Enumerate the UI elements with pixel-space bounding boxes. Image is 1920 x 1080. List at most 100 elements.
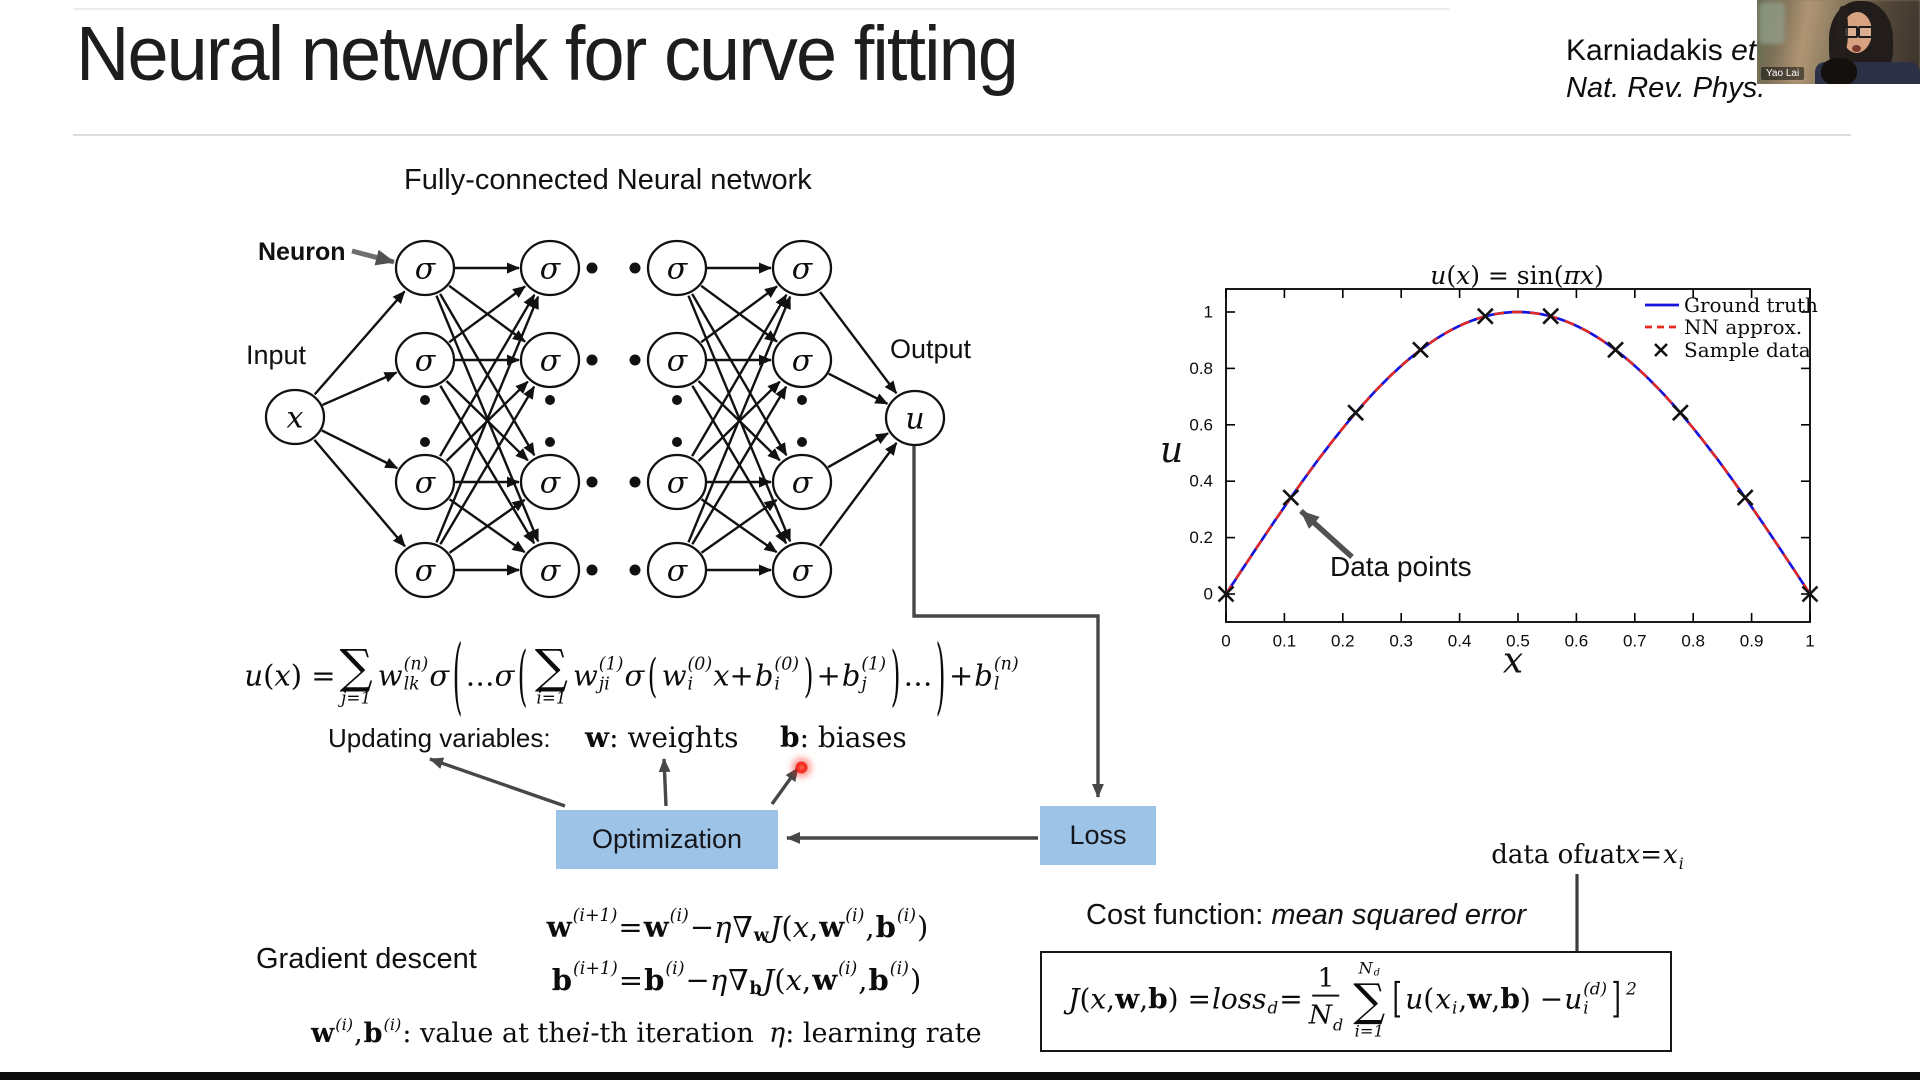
svg-text:0.4: 0.4 <box>1189 472 1213 491</box>
svg-text:σ: σ <box>792 554 814 589</box>
svg-text:Ground truth: Ground truth <box>1684 293 1818 317</box>
svg-text:0.7: 0.7 <box>1623 632 1647 651</box>
svg-text:σ: σ <box>540 554 562 589</box>
cost-function-heading: Cost function: mean squared error <box>1086 899 1526 932</box>
svg-text:0.8: 0.8 <box>1189 359 1213 378</box>
svg-text:0.6: 0.6 <box>1189 415 1213 434</box>
learning-rate-note: η : learning rate <box>769 1018 982 1049</box>
svg-text:σ: σ <box>667 554 689 589</box>
svg-text:Sample data: Sample data <box>1684 338 1811 362</box>
svg-text:σ: σ <box>415 554 437 589</box>
flow-connectors <box>429 446 1104 844</box>
output-node <box>884 389 946 447</box>
neuron-node <box>646 331 708 389</box>
citation-line1: Karniadakis et. al <box>1566 34 1757 68</box>
network-edges <box>313 262 898 576</box>
svg-text:σ: σ <box>667 344 689 379</box>
svg-text:σ: σ <box>540 344 562 379</box>
svg-text:0.2: 0.2 <box>1331 632 1355 651</box>
biases-label: b : biases <box>780 721 907 754</box>
chart-y-axis-label: u <box>1160 430 1184 471</box>
neuron-node <box>646 541 708 599</box>
neuron-pointer-arrow <box>351 248 395 266</box>
svg-text:σ: σ <box>415 344 437 379</box>
neuron-node <box>771 239 833 297</box>
citation-journal: Nat. Rev. Phys. <box>1566 72 1766 104</box>
neuron-node <box>771 331 833 389</box>
neuron-node <box>646 239 708 297</box>
output-label: Output <box>890 334 972 364</box>
slide-title: Neural network for curve fitting <box>76 11 1019 97</box>
svg-text:u: u <box>905 402 924 437</box>
svg-text:0: 0 <box>1204 585 1213 604</box>
svg-text:σ: σ <box>667 252 689 287</box>
neuron-node <box>394 541 456 599</box>
neuron-label: Neuron <box>258 238 346 266</box>
input-node <box>264 388 326 446</box>
neuron-node <box>771 453 833 511</box>
top-divider <box>73 8 1449 10</box>
svg-text:0.4: 0.4 <box>1448 632 1472 651</box>
svg-text:0.6: 0.6 <box>1565 632 1589 651</box>
neuron-node <box>646 453 708 511</box>
data-points-annotation: Data points <box>1330 551 1472 582</box>
chart-frame <box>1225 288 1811 623</box>
svg-text:0.3: 0.3 <box>1389 632 1413 651</box>
cost-heading-italic: mean squared error <box>1271 899 1527 931</box>
svg-text:1: 1 <box>1204 303 1213 322</box>
svg-text:σ: σ <box>667 466 689 501</box>
neuron-node <box>394 453 456 511</box>
svg-text:0.1: 0.1 <box>1273 632 1297 651</box>
neuron-node <box>519 331 581 389</box>
speaker-glasses-right <box>1858 26 1873 38</box>
svg-text:σ: σ <box>792 252 814 287</box>
webcam-name-tag: Yao Lai <box>1761 67 1805 80</box>
speaker-hair-fringe <box>1837 6 1848 54</box>
neuron-node <box>519 453 581 511</box>
svg-text:NN approx.: NN approx. <box>1684 315 1802 339</box>
updating-variables-label: Updating variables: <box>328 723 551 753</box>
svg-text:x: x <box>287 401 304 436</box>
svg-text:1: 1 <box>1805 632 1814 651</box>
weights-label: w: weights <box>585 721 739 754</box>
bottom-edge-bar <box>0 1072 1920 1080</box>
nn-approx-curve <box>1224 310 1812 595</box>
loss-box: Loss <box>1040 806 1156 865</box>
laser-pointer-dot <box>794 760 809 775</box>
svg-text:0.9: 0.9 <box>1740 632 1764 651</box>
neuron-node <box>771 541 833 599</box>
svg-text:σ: σ <box>415 252 437 287</box>
chart-x-axis-label: x <box>1502 640 1524 682</box>
speaker-microphone <box>1821 58 1857 84</box>
svg-text:0.2: 0.2 <box>1189 528 1213 547</box>
neuron-node <box>394 331 456 389</box>
speaker-glasses-left <box>1843 26 1858 38</box>
network-heading: Fully-connected Neural network <box>404 164 812 196</box>
neuron-node <box>519 239 581 297</box>
chart-title: u(x) = sin(πx) <box>1430 261 1604 290</box>
citation-authors: Karniadakis <box>1566 34 1732 67</box>
svg-text:σ: σ <box>540 252 562 287</box>
webcam-video[interactable]: Yao Lai <box>1757 0 1920 84</box>
cost-formula-box <box>1040 951 1672 1052</box>
speaker-mouth <box>1852 45 1861 52</box>
cost-heading-normal: Cost function: <box>1086 899 1272 931</box>
webcam-window-glow <box>1759 2 1785 44</box>
svg-text:σ: σ <box>792 466 814 501</box>
input-label: Input <box>246 340 307 370</box>
gradient-descent-label: Gradient descent <box>256 943 477 975</box>
svg-text:σ: σ <box>540 466 562 501</box>
neuron-node <box>394 239 456 297</box>
svg-text:σ: σ <box>792 344 814 379</box>
svg-text:0: 0 <box>1221 632 1230 651</box>
